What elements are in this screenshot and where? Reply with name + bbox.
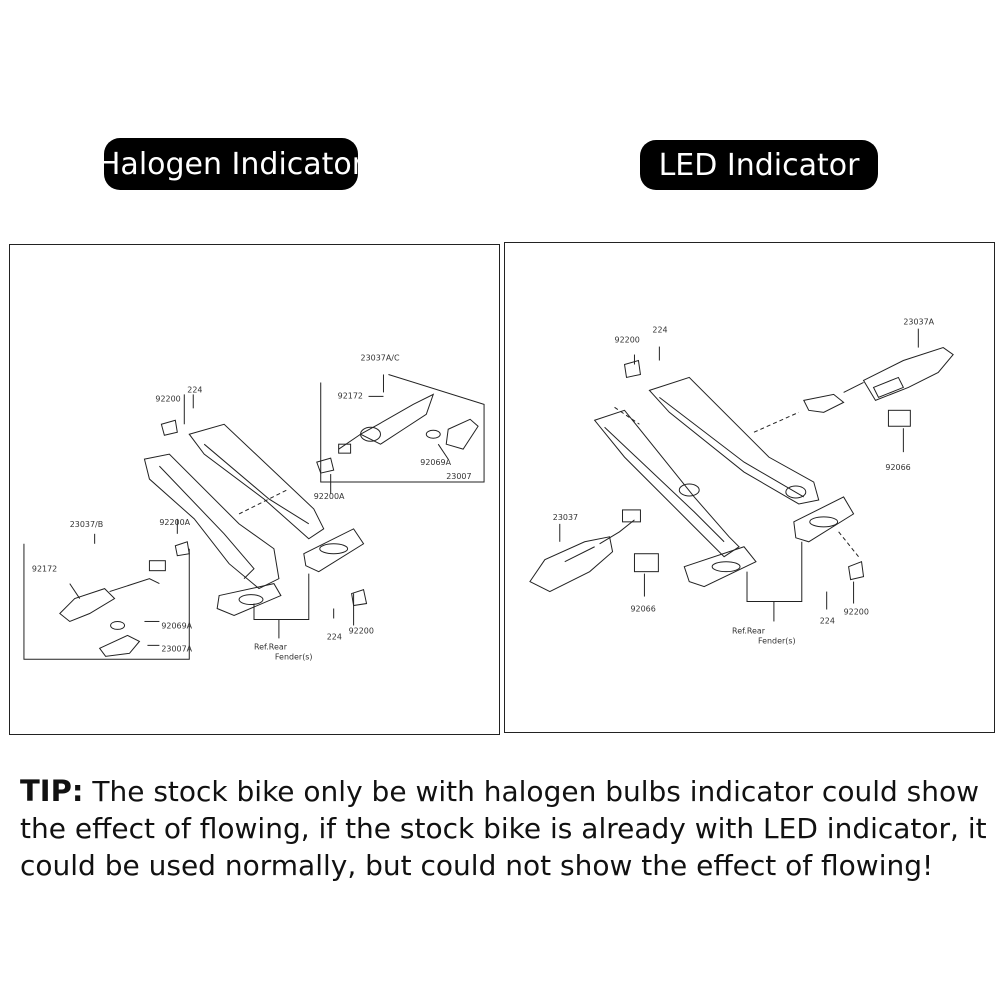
plate-left bbox=[683, 546, 757, 588]
halogen-indicator-heading: Halogen Indicator bbox=[98, 138, 364, 190]
led-parts-diagram: 224 92200 23037A 92066 23037 92066 Ref.R… bbox=[504, 242, 995, 733]
halogen-diagram-drawing: 23037A/C 92200 224 92172 92200A 92069A 2… bbox=[23, 354, 485, 661]
tip-paragraph: TIP: The stock bike only be with halogen… bbox=[20, 773, 988, 884]
plate-left bbox=[216, 583, 282, 617]
label-92172-right: 92172 bbox=[338, 391, 363, 400]
callout-box-right bbox=[320, 373, 485, 483]
right-lens bbox=[445, 418, 479, 450]
frame-part-2 bbox=[188, 423, 325, 540]
label-92200A-left: 92200A bbox=[159, 518, 190, 527]
frame-part-2 bbox=[648, 376, 820, 505]
label-23007A: 23007A bbox=[161, 644, 192, 653]
label-92172-left: 92172 bbox=[32, 565, 57, 574]
ref-leader bbox=[746, 541, 803, 603]
label-92200-bottom: 92200 bbox=[349, 626, 374, 635]
label-23037AC: 23037A/C bbox=[361, 354, 400, 363]
label-92200-bottom: 92200 bbox=[844, 607, 869, 616]
label-fenders: Fender(s) bbox=[275, 652, 313, 661]
label-224-bottom: 224 bbox=[820, 616, 835, 625]
left-indicator-body bbox=[59, 588, 116, 623]
label-23037B: 23037/B bbox=[70, 520, 103, 529]
right-indicator-body bbox=[359, 393, 435, 445]
label-23037: 23037 bbox=[553, 513, 578, 522]
label-92200-top: 92200 bbox=[615, 336, 640, 345]
plate-right bbox=[303, 528, 365, 573]
label-fenders: Fender(s) bbox=[758, 636, 796, 645]
label-92200A-right: 92200A bbox=[314, 492, 345, 501]
left-led-connector bbox=[622, 509, 641, 523]
ref-leader bbox=[253, 573, 310, 620]
right-led-connector bbox=[803, 393, 845, 413]
label-ref-rear: Ref.Rear bbox=[732, 626, 766, 635]
right-relay bbox=[887, 409, 911, 427]
callout-box-left bbox=[23, 543, 190, 660]
right-led-indicator bbox=[862, 347, 954, 401]
label-92069A-left: 92069A bbox=[161, 621, 192, 630]
label-92069A-right: 92069A bbox=[420, 458, 451, 467]
label-224-top: 224 bbox=[652, 326, 667, 335]
led-diagram-drawing: 224 92200 23037A 92066 23037 92066 Ref.R… bbox=[529, 318, 954, 645]
label-92200-top: 92200 bbox=[155, 394, 180, 403]
label-92066-left: 92066 bbox=[630, 604, 655, 613]
halogen-parts-diagram: 23037A/C 92200 224 92172 92200A 92069A 2… bbox=[9, 244, 500, 735]
tip-text: The stock bike only be with halogen bulb… bbox=[20, 775, 987, 882]
frame-part-1 bbox=[593, 409, 740, 558]
tip-label: TIP: bbox=[20, 774, 84, 808]
left-relay bbox=[633, 553, 659, 573]
label-ref-rear: Ref.Rear bbox=[254, 642, 288, 651]
label-23037A: 23037A bbox=[903, 318, 934, 327]
frame-part-1 bbox=[143, 453, 280, 590]
label-23007: 23007 bbox=[446, 472, 471, 481]
left-lens bbox=[98, 634, 141, 657]
plate-right bbox=[793, 496, 855, 543]
label-224-top: 224 bbox=[187, 385, 202, 394]
label-92066-right: 92066 bbox=[885, 463, 910, 472]
label-224-bottom: 224 bbox=[327, 632, 342, 641]
led-indicator-heading: LED Indicator bbox=[640, 140, 878, 190]
left-led-indicator bbox=[529, 536, 614, 593]
